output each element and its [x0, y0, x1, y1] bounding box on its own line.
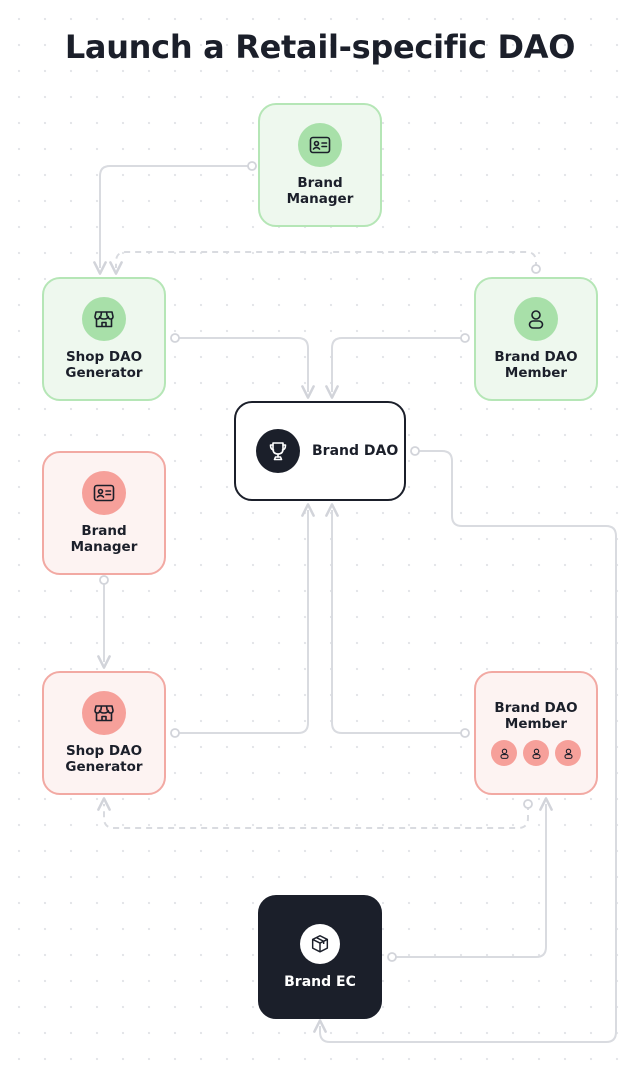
member-group — [491, 740, 581, 766]
node-label: Brand DAO Member — [494, 700, 578, 732]
connector-brand-ec-to-members — [392, 797, 553, 958]
id-card-icon — [82, 471, 126, 515]
node-brand-dao-members-bottom[interactable]: Brand DAO Member — [474, 671, 598, 795]
connector-dashed-member-to-generator-top — [109, 251, 537, 275]
storefront-icon — [82, 691, 126, 735]
package-icon — [300, 924, 340, 964]
id-card-icon — [298, 123, 342, 167]
connector-members-bottom-to-dao — [325, 503, 465, 734]
connector-manager-to-generator-top — [93, 165, 252, 275]
connector-dashed-members-to-generator-bottom — [97, 797, 529, 829]
trophy-icon — [256, 429, 300, 473]
user-icon — [514, 297, 558, 341]
node-label: Shop DAO Generator — [65, 349, 143, 381]
node-shop-dao-generator-top[interactable]: Shop DAO Generator — [42, 277, 166, 401]
storefront-icon — [82, 297, 126, 341]
connector-member-top-to-dao — [325, 337, 465, 399]
node-label: Shop DAO Generator — [65, 743, 143, 775]
node-brand-dao[interactable]: Brand DAO — [234, 401, 406, 501]
connector-generator-bottom-to-dao — [175, 503, 315, 734]
node-label: Brand Manager — [70, 523, 138, 555]
node-brand-dao-member-top[interactable]: Brand DAO Member — [474, 277, 598, 401]
node-brand-manager-top[interactable]: Brand Manager — [258, 103, 382, 227]
node-shop-dao-generator-bottom[interactable]: Shop DAO Generator — [42, 671, 166, 795]
node-label: Brand EC — [284, 974, 356, 990]
node-label: Brand Manager — [286, 175, 354, 207]
node-brand-manager-bottom[interactable]: Brand Manager — [42, 451, 166, 575]
user-icon — [491, 740, 517, 766]
user-icon — [555, 740, 581, 766]
connector-generator-top-to-dao — [175, 337, 315, 399]
node-brand-ec[interactable]: Brand EC — [258, 895, 382, 1019]
node-label: Brand DAO — [312, 443, 399, 459]
user-icon — [523, 740, 549, 766]
page-title: Launch a Retail-specific DAO — [64, 28, 576, 66]
connector-dao-to-brand-ec — [313, 450, 617, 1043]
node-label: Brand DAO Member — [494, 349, 578, 381]
